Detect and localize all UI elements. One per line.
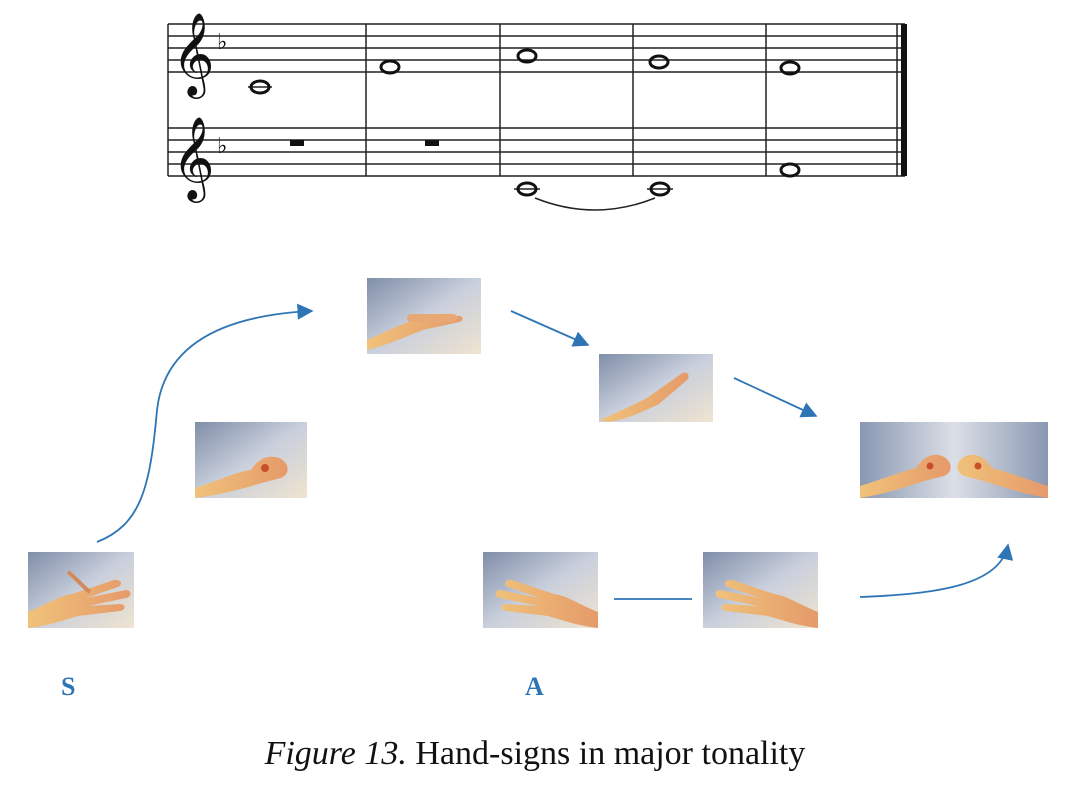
tie (534, 197, 656, 211)
alto-label: A (525, 672, 544, 701)
figure-title: Hand-signs in major tonality (406, 735, 806, 772)
whole-note (779, 60, 801, 76)
flat-icon: ♭ (217, 30, 227, 55)
two-fists-hand-sign (860, 422, 1048, 498)
upper-notes (248, 48, 801, 95)
soprano-label: S (61, 672, 76, 701)
flat-palm-down-hand-sign (367, 278, 481, 354)
whole-note (379, 59, 401, 75)
treble-clef-icon: 𝄞 (172, 115, 215, 203)
lower-staff (168, 127, 905, 177)
arrow-step-down-1 (510, 310, 590, 347)
whole-note (779, 162, 801, 178)
upper-staff (168, 23, 905, 73)
fist-hand-sign (195, 422, 307, 498)
arrows (96, 303, 1014, 600)
final-barline (896, 24, 907, 176)
figure-number: Figure 13. (264, 735, 407, 772)
music-score: 𝄞 𝄞 ♭ ♭ (167, 11, 907, 211)
figure-caption: Figure 13. Hand-signs in major tonality (0, 735, 1070, 773)
whole-note (514, 181, 540, 197)
angled-palm-hand-sign (599, 354, 713, 422)
flat-icon: ♭ (217, 134, 227, 159)
open-palm-hand-sign (483, 552, 598, 628)
whole-note (248, 79, 272, 95)
whole-note (648, 54, 670, 70)
whole-rest (290, 140, 304, 146)
whole-note (516, 48, 538, 64)
treble-clef-icon: 𝄞 (172, 11, 215, 99)
lower-notes (290, 140, 801, 211)
barlines (365, 24, 767, 176)
whole-rest (425, 140, 439, 146)
arrow-step-down-2 (733, 377, 818, 418)
open-palm-hand-sign (28, 552, 134, 628)
whole-note (647, 181, 673, 197)
arrow-soprano-rise (96, 303, 314, 543)
arrow-alto-rise (859, 543, 1014, 598)
open-palm-hand-sign (703, 552, 818, 628)
